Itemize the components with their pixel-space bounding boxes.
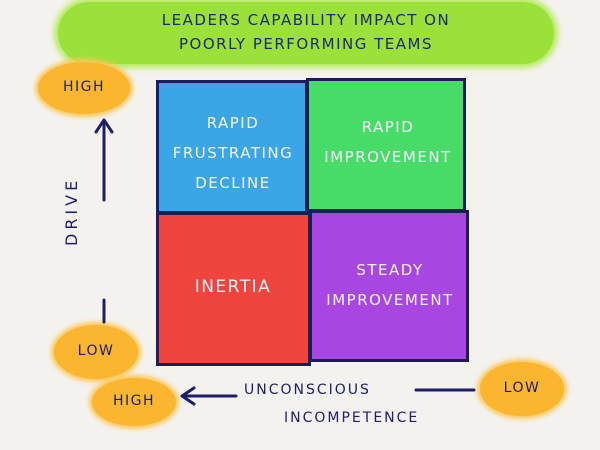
x-axis-label-line-1: UNCONSCIOUS: [244, 382, 371, 398]
label-line: INERTIA: [194, 277, 272, 297]
quadrant-top-right: [306, 78, 466, 212]
x-axis-label-line-2: INCOMPETENCE: [284, 410, 420, 426]
y-high-blob: [38, 62, 130, 114]
title-line-1: LEADERS CAPABILITY IMPACT ON: [161, 11, 451, 29]
label-line: DECLINE: [195, 174, 271, 192]
quadrant-bottom-right: [309, 210, 469, 362]
x-axis-arrow-head: [180, 386, 196, 406]
quadrant-bottom-left: [156, 212, 311, 366]
label-line: IMPROVEMENT: [326, 291, 454, 309]
y-low-label: LOW: [77, 343, 115, 359]
y-low-blob: [54, 325, 138, 379]
quadrant-top-right-label: RAPID IMPROVEMENT: [308, 112, 468, 172]
y-axis-arrow-head: [94, 118, 114, 134]
label-line: IMPROVEMENT: [324, 148, 452, 166]
quadrant-bottom-right-label: STEADY IMPROVEMENT: [310, 255, 470, 315]
x-high-label: HIGH: [112, 393, 156, 409]
x-low-label: LOW: [503, 380, 541, 396]
title-line-2: POORLY PERFORMING TEAMS: [178, 35, 434, 53]
label-line: RAPID: [361, 118, 415, 136]
x-high-blob: [92, 378, 176, 426]
x-low-blob: [480, 362, 564, 416]
y-axis-label: DRIVE: [62, 176, 81, 246]
label-line: FRUSTRATING: [172, 144, 294, 162]
title-highlight: [58, 2, 554, 64]
label-line: RAPID: [206, 114, 260, 132]
quadrant-bottom-left-label: INERTIA: [158, 272, 308, 302]
label-line: STEADY: [356, 261, 424, 279]
quadrant-top-left-label: RAPID FRUSTRATING DECLINE: [158, 108, 308, 198]
y-high-label: HIGH: [62, 79, 106, 95]
diagram-title: LEADERS CAPABILITY IMPACT ON POORLY PERF…: [58, 8, 554, 56]
